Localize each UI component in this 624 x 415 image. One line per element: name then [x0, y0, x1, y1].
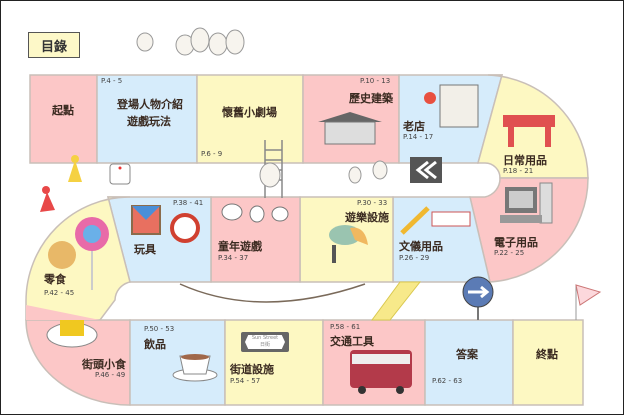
cell-daily-pages: P.18 - 21	[503, 167, 534, 175]
cell-childhood-label: 童年遊戲	[218, 240, 262, 253]
cell-electronics-pages: P.22 - 25	[494, 249, 525, 257]
red-pawn-icon	[40, 192, 55, 212]
cell-old-shop-pages: P.14 - 17	[403, 133, 434, 141]
cell-street-food-pages: P.46 - 49	[95, 371, 126, 379]
computer-icon	[500, 182, 553, 224]
bus-icon	[350, 350, 412, 394]
cell-playground-label: 遊樂設施	[345, 211, 389, 224]
rocking-horse-icon	[329, 225, 368, 263]
cell-characters-pages: P.4 - 5	[101, 77, 123, 85]
siumai-icon	[46, 320, 98, 348]
cell-characters-label2: 遊戲玩法	[127, 115, 171, 128]
cell-start[interactable]	[29, 74, 98, 164]
cell-street-pages: P.54 - 57	[230, 377, 261, 385]
cell-childhood-pages: P.34 - 37	[218, 254, 249, 262]
cell-characters[interactable]	[96, 74, 198, 164]
street-sign-zh: 日街	[259, 342, 270, 348]
mascots-icon	[136, 27, 388, 188]
cell-snacks-pages: P.42 - 45	[44, 289, 75, 297]
bridge-icon	[179, 283, 366, 303]
cell-finish[interactable]	[512, 319, 584, 406]
hands-icon	[221, 203, 289, 223]
cell-answers-label: 答案	[456, 348, 478, 361]
cell-theatre-pages: P.6 - 9	[201, 150, 223, 158]
temple-icon	[318, 112, 382, 145]
slide-icon	[371, 281, 422, 321]
table-icon	[503, 115, 555, 147]
lollipop-icon	[75, 217, 109, 290]
shop-icon	[424, 84, 479, 128]
cell-drinks-label: 飲品	[144, 338, 166, 351]
street-sign-en: Sun Street	[251, 335, 279, 341]
yellow-pawn-icon	[68, 160, 82, 182]
cell-theatre[interactable]	[196, 74, 304, 164]
cell-toys-pages: P.38 - 41	[173, 199, 204, 207]
cell-street-label: 街道設施	[230, 363, 274, 376]
cookie-icon	[48, 241, 76, 269]
ball-icon	[170, 213, 200, 243]
cell-street-food-label: 街頭小食	[82, 358, 126, 371]
cell-snacks-label: 零食	[44, 273, 66, 286]
cell-answers[interactable]	[424, 319, 514, 406]
cell-old-shop-label: 老店	[403, 120, 425, 133]
cell-theatre-label: 懷舊小劇場	[222, 106, 277, 119]
eraser-icon	[431, 211, 471, 227]
cell-electronics-label: 電子用品	[494, 236, 538, 249]
coffee-cup-icon	[172, 354, 218, 382]
cell-playground-pages: P.30 - 33	[357, 199, 388, 207]
cell-answers-pages: P.62 - 63	[432, 377, 463, 385]
cell-history-label: 歷史建築	[349, 92, 393, 105]
cell-stationery-pages: P.26 - 29	[399, 254, 430, 262]
cell-characters-label1: 登場人物介紹	[117, 98, 183, 111]
cell-finish-label: 終點	[536, 348, 558, 361]
cell-start-label: 起點	[52, 104, 74, 117]
cell-drinks[interactable]	[129, 319, 226, 406]
page-title: 目錄	[28, 32, 80, 58]
arrow-sign-icon	[462, 276, 494, 320]
cell-toys-label: 玩具	[134, 243, 156, 256]
cell-electronics[interactable]	[469, 177, 589, 283]
tangram-icon	[131, 205, 161, 235]
cell-daily-label: 日常用品	[503, 154, 547, 167]
cell-drinks-pages: P.50 - 53	[144, 325, 175, 333]
cell-transport-label: 交通工具	[330, 335, 374, 348]
pencil-icon	[400, 206, 430, 235]
cell-stationery-label: 文儀用品	[399, 240, 443, 253]
cell-history-pages: P.10 - 13	[360, 77, 391, 85]
flag-icon	[575, 284, 602, 320]
cell-transport-pages: P.58 - 61	[330, 323, 361, 331]
dice-icon	[109, 163, 131, 185]
chevron-sign-icon	[410, 157, 442, 183]
